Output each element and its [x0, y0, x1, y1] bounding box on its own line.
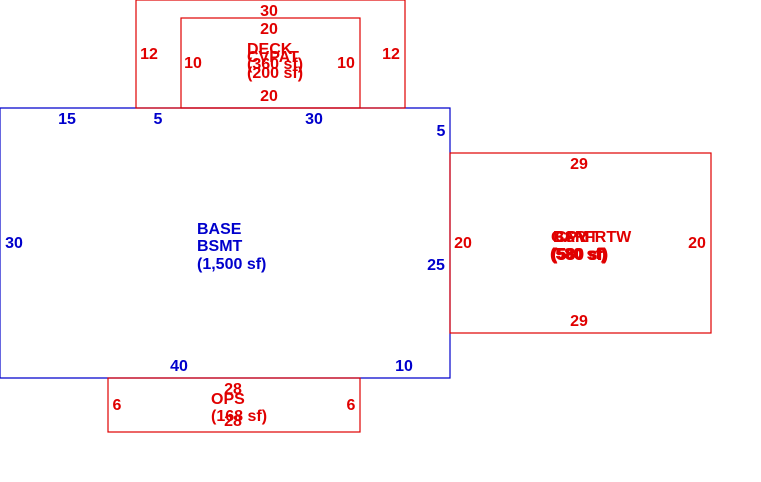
frtw-label: FRTW [585, 229, 632, 246]
frtw-area-sf: (580 sf) [552, 247, 609, 264]
cvpat-outline [180, 17, 361, 109]
cvpat-dim-bottom: 20 [260, 88, 278, 105]
garage-dim-top: 29 [570, 156, 588, 173]
cpy-label: CPY [555, 229, 588, 246]
base-dim-top-step: 5 [153, 111, 163, 128]
bsmt-label: BSMT [553, 229, 599, 246]
deck-dim-right: 12 [382, 46, 400, 63]
bsmt-area-sf: (580 sf) [551, 247, 608, 264]
base-dim-right: 25 [427, 257, 445, 274]
garage-dim-left: 20 [454, 235, 472, 252]
cvpat-dim-left: 10 [184, 55, 202, 72]
ops-dim-bottom: 28 [224, 413, 242, 430]
cvpat-area-sf: (200 sf) [247, 65, 304, 82]
base-area-sf: (1,500 sf) [197, 256, 267, 273]
ops-area-sf: (168 sf) [211, 408, 268, 425]
base-label-line-2: BSMT [197, 238, 243, 255]
base-dim-left: 30 [5, 235, 23, 252]
base-dim-bottom-right: 10 [395, 358, 413, 375]
deck-dim-top: 30 [260, 3, 278, 20]
cvpat-dim-top: 20 [260, 21, 278, 38]
base-dim-bottom: 40 [170, 358, 188, 375]
garage-area-sf: (580 sf) [550, 246, 607, 263]
base-dim-top-right: 30 [305, 111, 323, 128]
deck-dim-left: 12 [140, 46, 158, 63]
cvpat-dim-right: 10 [337, 55, 355, 72]
base-dim-top-left: 15 [58, 111, 76, 128]
garage-outline [449, 152, 712, 334]
ops-outline [107, 377, 361, 433]
ops-dim-left: 6 [112, 397, 122, 414]
garage-label: GAR [551, 229, 587, 246]
cvpat-label: CVPAT [247, 49, 299, 66]
deck-area-sf: (360 sf) [247, 56, 304, 73]
base-label-line-1: BASE [197, 221, 242, 238]
base-dim-right-step: 5 [436, 123, 446, 140]
cpy-area-sf: (580 sf) [552, 246, 609, 263]
ops-dim-top: 28 [224, 381, 242, 398]
ops-label: OPS [211, 391, 245, 408]
deck-label: DECK [247, 41, 293, 58]
garage-dim-bottom: 29 [570, 313, 588, 330]
garage-dim-right: 20 [688, 235, 706, 252]
ops-dim-right: 6 [346, 397, 356, 414]
